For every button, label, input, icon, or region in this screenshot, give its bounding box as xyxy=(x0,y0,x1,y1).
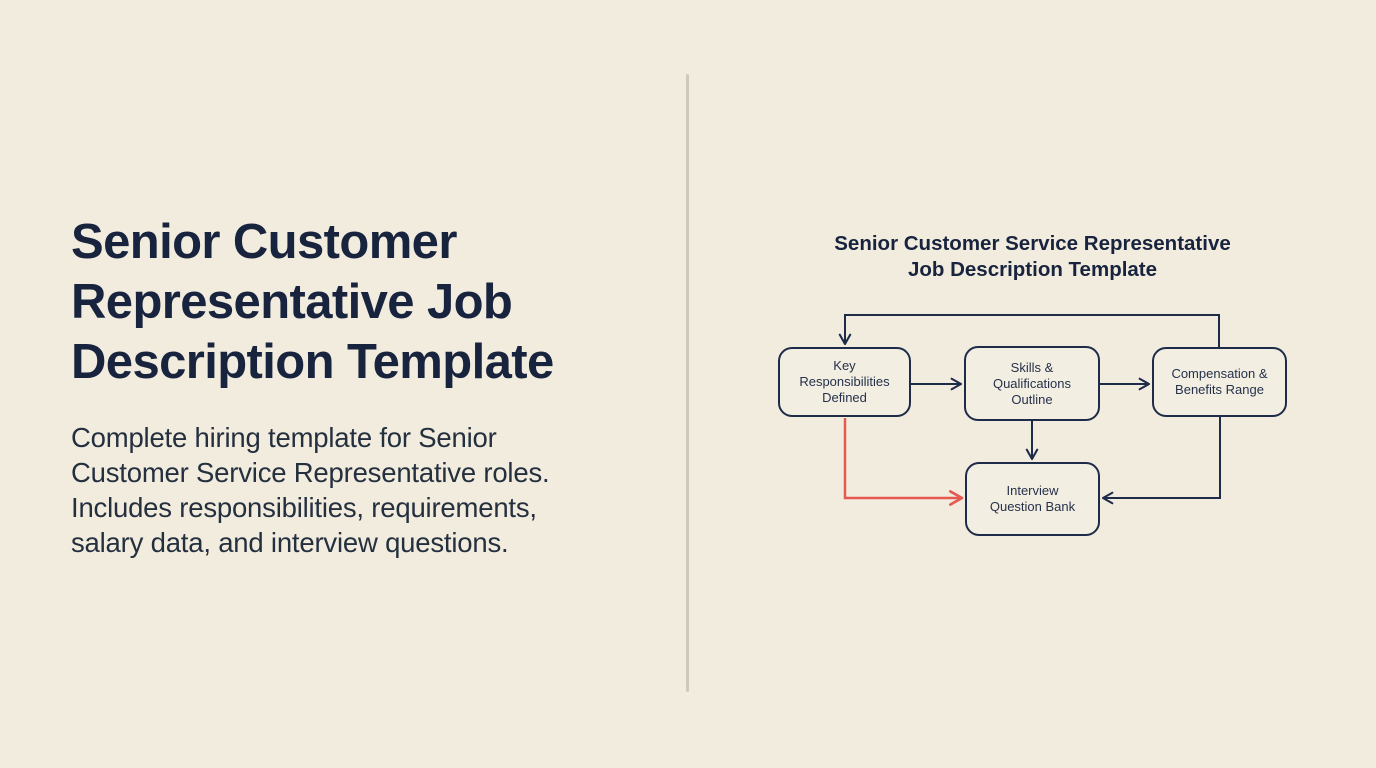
flow-node-skills-qualifications: Skills & Qualifications Outline xyxy=(964,346,1100,421)
flow-node-key-responsibilities: Key Responsibilities Defined xyxy=(778,347,911,417)
edge-compensation-to-interview xyxy=(1101,417,1221,505)
page-title: Senior Customer Representative Job Descr… xyxy=(71,215,554,389)
flowchart-title: Senior Customer Service Representative J… xyxy=(834,232,1231,281)
flow-node-interview-question-bank: Interview Question Bank xyxy=(965,462,1100,536)
vertical-divider xyxy=(686,74,689,692)
page-description: Complete hiring template for Senior Cust… xyxy=(71,422,550,558)
flow-node-compensation-benefits: Compensation & Benefits Range xyxy=(1152,347,1287,417)
edge-key-responsibilities-to-interview xyxy=(843,418,964,506)
edge-compensation-to-key-responsibilities xyxy=(838,314,1220,347)
